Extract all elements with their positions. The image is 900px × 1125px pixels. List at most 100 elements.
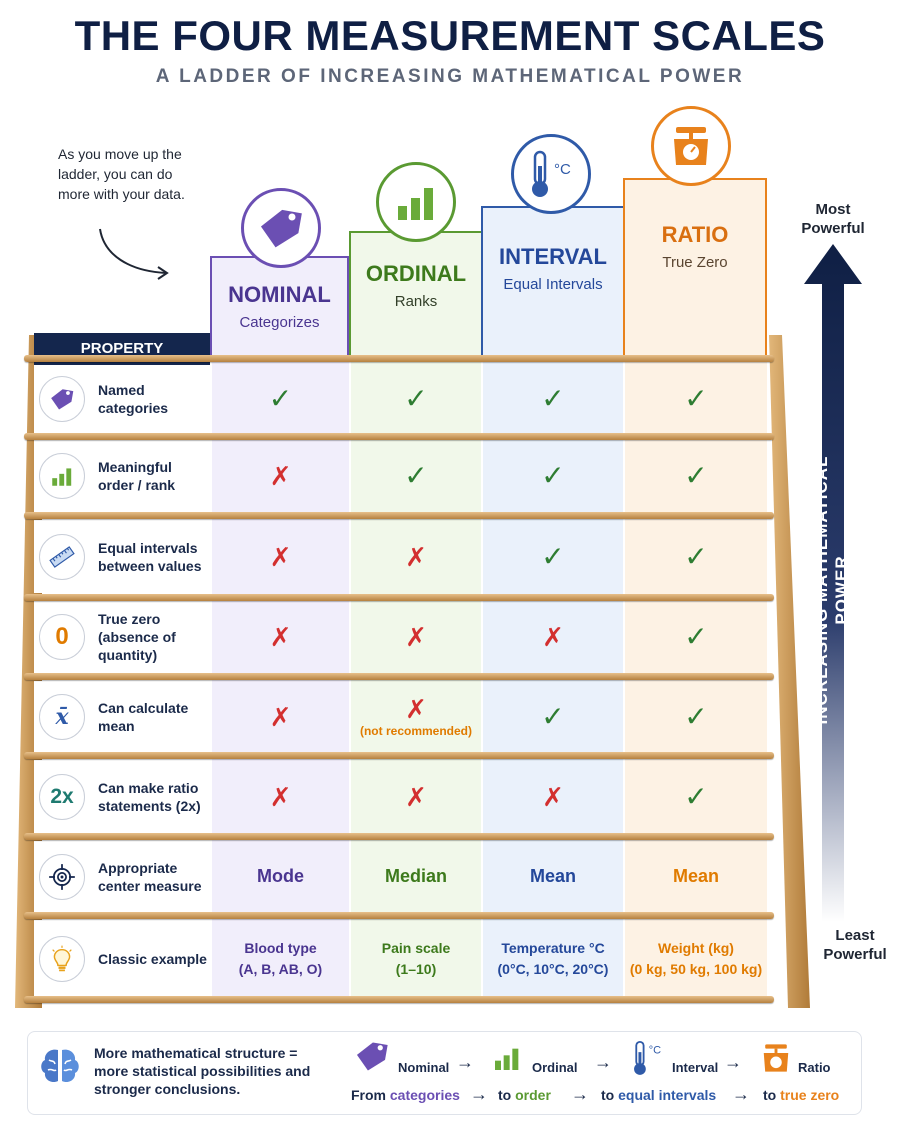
flow-to-order: to order — [498, 1087, 551, 1103]
cell-note: (not recommended) — [359, 723, 472, 738]
ladder-rung — [24, 912, 774, 919]
table-cell: ✓ — [483, 365, 623, 433]
check-icon: ✓ — [684, 621, 708, 652]
nominal-description: Categorizes — [239, 314, 320, 331]
ratio-description: True Zero — [662, 254, 728, 271]
bar-chart-icon — [39, 453, 85, 499]
property-label: True zero (absence of quantity) — [98, 611, 176, 663]
svg-text:°C: °C — [649, 1045, 661, 1057]
scale-icon — [651, 106, 731, 186]
example-line: Pain scale — [381, 939, 451, 956]
table-cell: ✗ — [351, 760, 481, 833]
table-cell: ✗ — [212, 601, 349, 673]
tag-icon — [39, 376, 85, 422]
thermometer-icon: °C — [634, 1040, 661, 1075]
brain-icon — [41, 1049, 79, 1083]
power-label: INCREASING MATHEMATICAL POWER — [812, 455, 851, 725]
flow-arrow: → — [456, 1052, 474, 1072]
check-icon: ✓ — [404, 460, 428, 491]
table-cell: ✓ — [625, 365, 767, 433]
ladder-rung — [24, 752, 774, 759]
ordinal-title: ORDINAL — [365, 261, 467, 286]
check-icon: ✓ — [541, 700, 565, 732]
ladder-rung — [24, 673, 774, 680]
table-cell: ✓ — [625, 520, 767, 593]
property-label: Meaningful order / rank — [98, 459, 176, 493]
flow-nominal: Nominal — [398, 1060, 450, 1075]
table-cell: ✗ — [483, 760, 623, 833]
check-icon: ✓ — [541, 383, 565, 414]
table-cell: Blood type (A, B, AB, O) — [212, 920, 349, 997]
flow-from: From categories — [351, 1087, 460, 1103]
flow-arrow: → — [724, 1052, 742, 1072]
check-icon: ✓ — [541, 540, 565, 572]
two-x-icon: 2x — [39, 773, 85, 820]
curved-arrow-icon — [99, 228, 169, 280]
example-line: (0°C, 10°C, 20°C) — [497, 960, 609, 977]
table-cell: ✗ — [212, 520, 349, 593]
table-cell: ✓ — [212, 365, 349, 433]
check-icon: ✓ — [684, 540, 708, 572]
example-line: (0 kg, 50 kg, 100 kg) — [629, 960, 763, 977]
property-label: Can make ratio statements (2x) — [98, 779, 201, 814]
check-icon: ✓ — [684, 460, 708, 491]
table-cell: ✓ — [351, 440, 481, 512]
flow-arrow: → — [732, 1084, 750, 1104]
intro-note: As you move up the ladder, you can do mo… — [58, 146, 185, 202]
ladder-rung — [24, 433, 774, 440]
table-row: Named categories✓✓✓✓ — [34, 365, 774, 433]
property-label: Classic example — [98, 950, 207, 967]
ladder-rung — [24, 594, 774, 601]
cross-icon: ✗ — [405, 781, 427, 812]
tag-icon — [356, 1042, 388, 1071]
tag-icon — [241, 188, 321, 268]
x-bar-icon: x̄ — [39, 693, 85, 740]
table-cell: Median — [351, 841, 481, 912]
table-cell: ✗ — [212, 681, 349, 752]
table-row: 2x Can make ratio statements (2x) ✗ ✗ ✗ ✓ — [34, 760, 774, 833]
ordinal-header: ORDINAL Ranks — [349, 231, 483, 356]
check-icon: ✓ — [268, 383, 293, 414]
cross-icon: ✗ — [405, 541, 427, 572]
check-icon: ✓ — [684, 700, 708, 732]
page-title: THE FOUR MEASUREMENT SCALES — [74, 12, 826, 59]
cross-icon: ✗ — [542, 781, 564, 812]
ratio-header: RATIO True Zero — [623, 178, 767, 356]
property-cell: Equal intervals between values — [34, 520, 210, 593]
power-arrow — [804, 244, 862, 922]
svg-text:°C: °C — [554, 161, 571, 178]
thermometer-icon: °C — [511, 134, 591, 214]
example-line: (A, B, AB, O) — [238, 960, 323, 977]
flow-ordinal: Ordinal — [532, 1060, 578, 1075]
table-cell: Temperature °C (0°C, 10°C, 20°C) — [483, 920, 623, 997]
flow-interval: Interval — [672, 1060, 719, 1075]
example-line: Blood type — [244, 939, 317, 956]
table-cell: ✓ — [625, 681, 767, 752]
ordinal-description: Ranks — [394, 293, 438, 310]
interval-header: INTERVAL Equal Intervals — [481, 206, 625, 356]
table-cell: ✓ — [483, 440, 623, 512]
example-line: Temperature °C — [501, 939, 605, 956]
flow-arrow: → — [594, 1052, 612, 1072]
table-cell: Pain scale(1–10) — [351, 920, 481, 997]
table-cell: ✗ — [212, 760, 349, 833]
flow-to-equal-intervals: to equal intervals — [601, 1087, 717, 1103]
table-cell: ✓ — [625, 760, 767, 833]
check-icon: ✓ — [684, 780, 708, 812]
ladder-rung — [24, 996, 774, 1003]
property-label: Can calculate mean — [98, 699, 189, 734]
table-cell: Weight (kg)(0 kg, 50 kg, 100 kg) — [625, 920, 767, 997]
table-cell: Mode — [212, 841, 349, 912]
cell-text: Mode — [257, 866, 304, 886]
table-cell: ✗ — [483, 601, 623, 673]
nominal-title: NOMINAL — [228, 282, 331, 307]
cross-icon: ✗ — [269, 541, 292, 572]
cross-icon: ✗ — [405, 693, 427, 724]
target-icon — [39, 853, 85, 900]
cross-icon: ✗ — [269, 461, 292, 491]
cell-text: Mean — [529, 866, 576, 886]
most-powerful-label: Most Powerful — [801, 201, 865, 237]
footer-summary: More mathematical structure = more stati… — [94, 1045, 311, 1097]
